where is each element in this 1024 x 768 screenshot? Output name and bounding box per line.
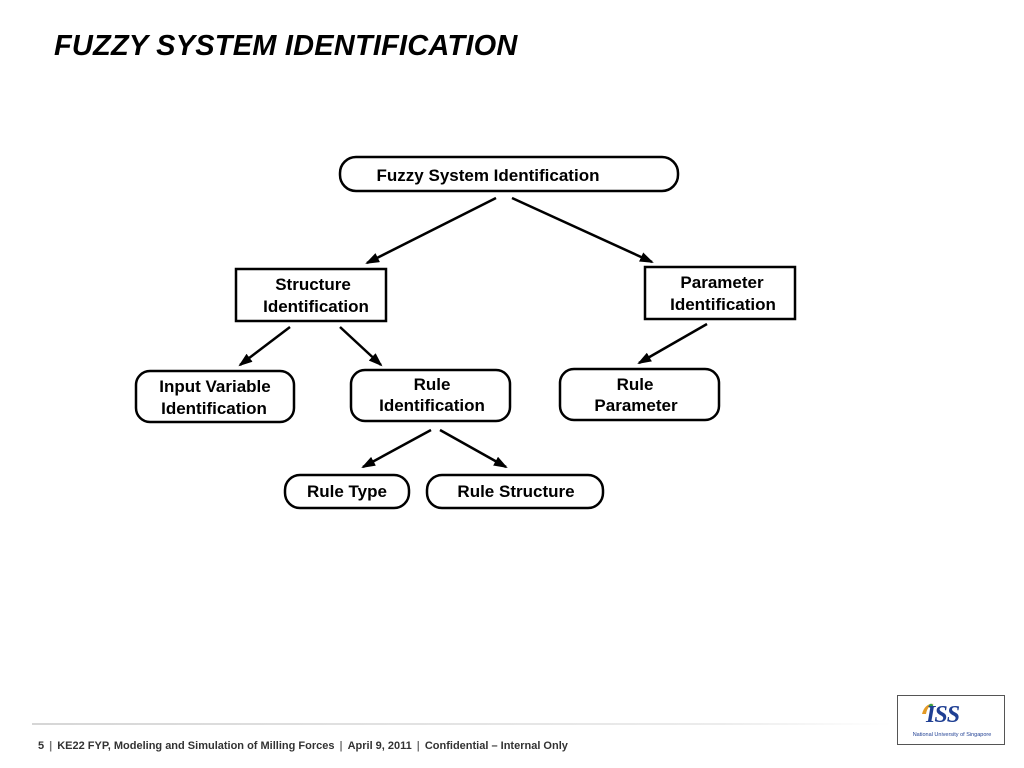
arrow-root-to-parameter (511, 196, 654, 264)
node-label: Rule Structure (457, 482, 574, 501)
arrow-parameter-to-rule-parameter (637, 322, 708, 365)
footer-divider (32, 723, 892, 725)
node-input-variable-identification: Input Variable Identification (134, 369, 296, 424)
footer-page-number: 5 (38, 740, 45, 752)
footer-date: April 9, 2011 (347, 740, 412, 752)
node-label: Identification (161, 399, 267, 418)
node-label: Identification (263, 297, 369, 316)
node-label: Parameter (680, 273, 764, 292)
footer-separator: | (49, 740, 53, 752)
node-rule-parameter: Rule Parameter (558, 367, 721, 422)
node-rule-type: Rule Type (283, 473, 411, 510)
arrow-structure-to-rule-identification (339, 326, 383, 367)
node-label: Structure (275, 275, 351, 294)
node-structure-identification: Structure Identification (234, 267, 388, 323)
node-rule-identification: Rule Identification (349, 368, 512, 423)
node-label: Parameter (594, 396, 678, 415)
arrow-rule-identification-to-rule-type (361, 428, 432, 469)
footer-course: KE22 FYP, Modeling and Simulation of Mil… (57, 740, 335, 752)
slide-title: FUZZY SYSTEM IDENTIFICATION (54, 30, 518, 62)
arrow-structure-to-input-variable (238, 326, 291, 367)
arrow-rule-identification-to-rule-structure (439, 428, 508, 469)
slide-footer: 5 | KE22 FYP, Modeling and Simulation of M… (38, 740, 568, 752)
node-fuzzy-system-identification: Fuzzy System Identification (338, 155, 680, 193)
node-label: Fuzzy System Identification (377, 166, 600, 185)
node-label: Rule Type (307, 482, 387, 501)
iss-logo: ISS National University of Singapore (897, 695, 1005, 745)
node-rule-structure: Rule Structure (425, 473, 605, 510)
node-label: Rule (617, 375, 654, 394)
node-label: Input Variable (159, 377, 270, 396)
footer-separator: | (416, 740, 420, 752)
node-label: Identification (379, 396, 485, 415)
arrow-root-to-structure (365, 196, 497, 265)
logo-mark: ISS (926, 702, 960, 728)
footer-separator: | (339, 740, 343, 752)
node-label: Rule (414, 375, 451, 394)
footer-classification: Confidential – Internal Only (424, 740, 568, 752)
node-label: Identification (670, 295, 776, 314)
logo-swoosh-icon (922, 703, 934, 714)
node-parameter-identification: Parameter Identification (643, 265, 797, 321)
logo-caption: National University of Singapore (912, 732, 992, 738)
